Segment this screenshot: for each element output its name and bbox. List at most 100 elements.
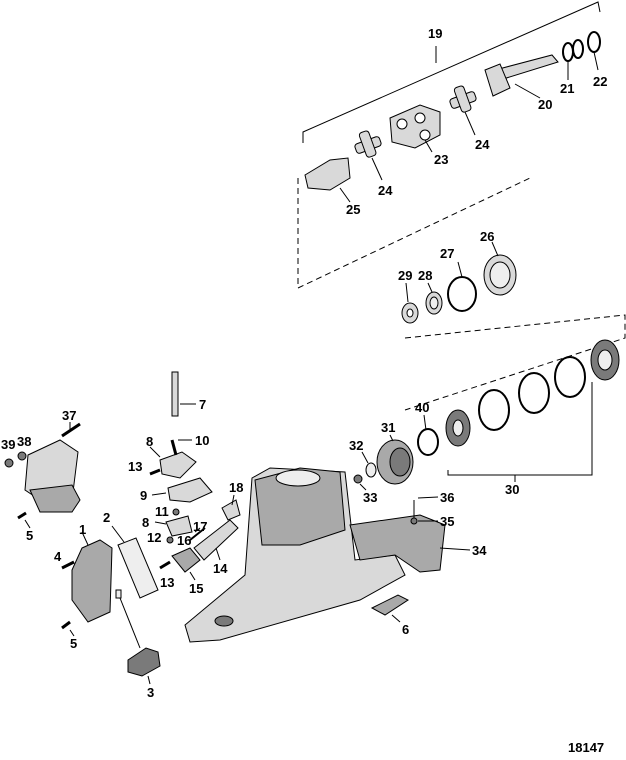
- leader-29: [405, 282, 409, 303]
- plate-34: [349, 514, 446, 573]
- callout-10: 10: [195, 433, 209, 448]
- race-right: [554, 356, 586, 398]
- leader-24b: [464, 111, 476, 136]
- callout-26: 26: [480, 229, 494, 244]
- race-middle: [518, 372, 550, 414]
- leader-2: [111, 525, 125, 543]
- callout-31: 31: [381, 420, 395, 435]
- leader-1: [81, 531, 89, 546]
- shift-arm-14: [193, 519, 239, 561]
- bolt-4: [61, 560, 75, 570]
- callout-25: 25: [346, 202, 360, 217]
- dashed-box-lower: [404, 314, 626, 411]
- leader-3: [147, 675, 151, 685]
- anode-plate-assembly: [349, 496, 471, 573]
- stud-37: [61, 422, 81, 438]
- callout-36: 36: [440, 490, 454, 505]
- shaft-yoke: [484, 63, 511, 97]
- leader-8b: [154, 521, 167, 525]
- screw-13a: [149, 468, 161, 476]
- u-joint-left: [354, 130, 382, 158]
- leader-25: [339, 187, 351, 203]
- ring-21a: [562, 42, 574, 62]
- left-components: [4, 371, 241, 685]
- leader-32: [361, 451, 369, 464]
- leader-8a: [149, 446, 161, 458]
- callout-5a: 5: [26, 528, 33, 543]
- bracket-line-19: [302, 1, 601, 143]
- callout-39: 39: [1, 437, 15, 452]
- callout-38: 38: [17, 434, 31, 449]
- cam-8b: [165, 515, 193, 537]
- upper-bearing-set: [401, 241, 626, 411]
- leader-24a: [371, 157, 383, 181]
- callout-14: 14: [213, 561, 228, 576]
- callout-17: 17: [193, 519, 207, 534]
- washer-35: [410, 517, 418, 525]
- leader-15: [189, 571, 196, 581]
- leader-26: [491, 241, 499, 257]
- plate-9: [167, 477, 213, 503]
- leader-6: [391, 614, 401, 623]
- gearcase-housing: [184, 467, 406, 643]
- callout-23: 23: [434, 152, 448, 167]
- callout-13b: 13: [160, 575, 174, 590]
- callout-35: 35: [440, 514, 454, 529]
- callout-4: 4: [54, 549, 62, 564]
- pinion-gear: [376, 439, 414, 485]
- callout-8b: 8: [142, 515, 149, 530]
- dowel-pin: [115, 589, 122, 599]
- leader-5a: [24, 519, 31, 529]
- bolt-5b: [61, 620, 71, 630]
- callout-22: 22: [593, 74, 607, 89]
- callout-6: 6: [402, 622, 409, 637]
- callout-15: 15: [189, 581, 203, 596]
- leader-33: [359, 483, 367, 491]
- callout-32: 32: [349, 438, 363, 453]
- callout-21: 21: [560, 81, 574, 96]
- callout-19: 19: [428, 26, 442, 41]
- nut-39: [4, 458, 14, 468]
- leader-5b: [69, 629, 75, 637]
- shift-cam-8: [159, 451, 197, 479]
- center-yoke: [389, 104, 441, 149]
- dashed-box-upper: [297, 177, 531, 289]
- callout-18: 18: [229, 480, 243, 495]
- gear-bearing-set: [353, 339, 620, 491]
- leader-20: [514, 83, 541, 99]
- leader-28: [427, 282, 433, 293]
- leader-40: [423, 414, 427, 431]
- leader-9: [151, 492, 167, 496]
- washer-32: [365, 462, 377, 478]
- callout-11: 11: [155, 504, 169, 519]
- clip-18: [221, 499, 241, 521]
- callout-13a: 13: [128, 459, 142, 474]
- nut-33: [353, 474, 363, 484]
- callout-12: 12: [147, 530, 161, 545]
- leader-14: [215, 547, 221, 561]
- leader-23: [424, 139, 433, 153]
- callout-24b: 24: [475, 137, 490, 152]
- leader-18: [231, 494, 235, 506]
- leader-17: [194, 527, 201, 533]
- callout-24a: 24: [378, 183, 393, 198]
- callouts: 1 2 3 4 5 5 6 7 8 8 9 10 11 12 13 13 14 …: [1, 26, 607, 700]
- gasket-2: [117, 537, 159, 599]
- callout-16: 16: [177, 533, 191, 548]
- housing-top: [254, 467, 346, 546]
- callout-1: 1: [79, 522, 86, 537]
- washer-38: [17, 451, 27, 461]
- callout-33: 33: [363, 490, 377, 505]
- ring-21b: [572, 39, 584, 59]
- pin-7: [171, 371, 179, 417]
- screw-13b: [159, 560, 171, 570]
- leader-22: [593, 51, 599, 71]
- callout-5b: 5: [70, 636, 77, 651]
- callout-2: 2: [103, 510, 110, 525]
- shift-link-15: [171, 547, 201, 573]
- callout-27: 27: [440, 246, 454, 261]
- race-left: [478, 389, 510, 431]
- ring-22: [587, 31, 601, 53]
- washer-12: [166, 536, 174, 544]
